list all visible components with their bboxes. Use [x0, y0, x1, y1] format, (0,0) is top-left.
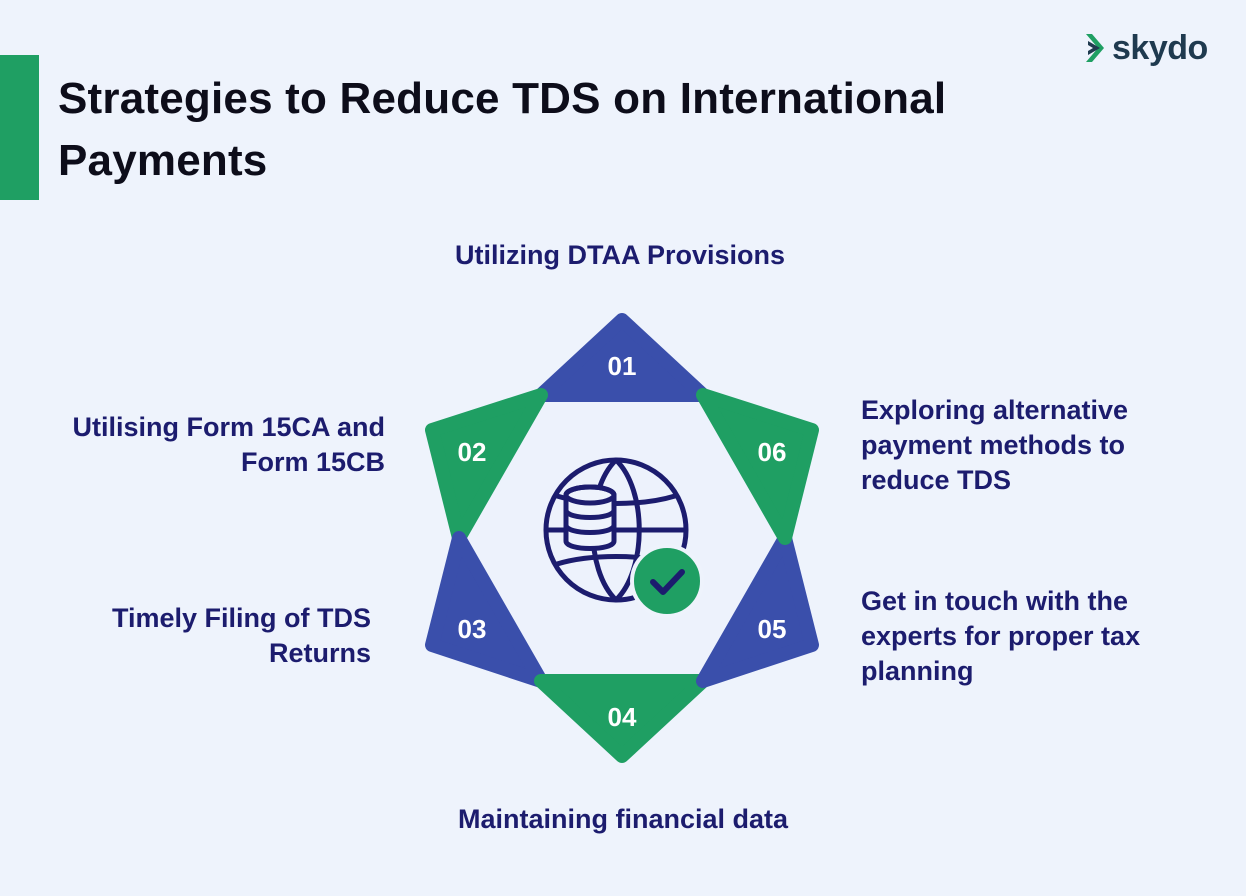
step-01-label: Utilizing DTAA Provisions: [454, 240, 785, 270]
step-02-label: Utilising Form 15CA and Form 15CB: [72, 412, 385, 477]
logo-text: skydo: [1112, 28, 1208, 67]
checkmark-badge-icon: [630, 544, 704, 618]
page-title: Strategies to Reduce TDS on Internationa…: [58, 74, 947, 185]
globe-database-icon: [543, 457, 689, 603]
step-02-number: 02: [458, 437, 487, 467]
step-06-number: 06: [758, 437, 787, 467]
step-03-label: Timely Filing of TDS Returns: [111, 603, 371, 668]
step-03-point: [425, 531, 548, 688]
step-06-point: [696, 388, 819, 545]
step-06-label: Exploring alternative payment methods to…: [861, 395, 1129, 495]
step-01-point: [534, 313, 710, 402]
step-04-number: 04: [608, 702, 637, 732]
title-accent-bar: [0, 55, 39, 200]
step-05-number: 05: [758, 614, 787, 644]
step-05-label: Get in touch with the experts for proper…: [861, 586, 1141, 686]
step-03-number: 03: [458, 614, 487, 644]
step-05-point: [696, 531, 819, 688]
skydo-chevron-icon: [1086, 34, 1104, 62]
step-04-label: Maintaining financial data: [457, 804, 789, 834]
step-02-point: [425, 388, 548, 545]
step-01-number: 01: [608, 351, 637, 381]
step-04-point: [534, 674, 710, 763]
skydo-logo: skydo: [1084, 28, 1208, 68]
